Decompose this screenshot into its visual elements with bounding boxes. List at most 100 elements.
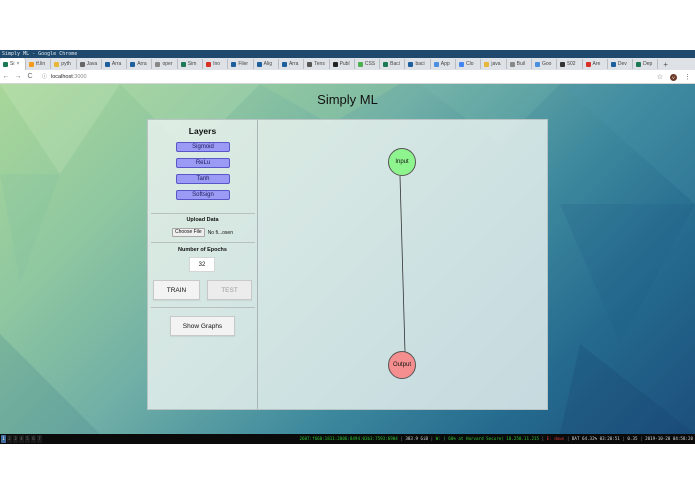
tab-label: Arra [137,61,147,67]
gmail-icon [206,61,212,67]
input-node[interactable]: Input [388,148,416,176]
back-button[interactable]: ← [2,73,10,80]
python-icon [54,61,60,67]
url-port: :3000 [72,73,87,80]
layer-button-sigmoid[interactable]: Sigmoid [176,142,230,152]
browser-tab[interactable]: Tens [304,59,330,69]
browser-tab[interactable]: pyth [51,59,77,69]
browser-tab[interactable]: Arra [127,59,153,69]
browser-tab[interactable]: Publ [330,59,355,69]
browser-tab[interactable]: Sim [178,59,204,69]
browser-tab[interactable]: Baci [380,59,406,69]
browser-tab[interactable]: Buil [507,59,532,69]
diamond-icon [433,61,439,67]
tab-label: Are [592,61,601,67]
bookmark-star-icon[interactable]: ☆ [656,74,663,81]
new-tab-button[interactable]: + [663,59,669,69]
workspace-button[interactable]: 4 [19,435,24,443]
browser-tab[interactable]: Alig [254,59,279,69]
tab-label: Filer [238,61,249,67]
browser-tab[interactable]: 502 [557,59,583,69]
browser-tab[interactable]: oper [152,59,178,69]
browser-tab[interactable]: Java [77,59,102,69]
browser-tab[interactable]: Si× [0,58,26,70]
tensorflow-icon [29,61,34,67]
workspace-button[interactable]: 6 [31,435,36,443]
choose-file-button[interactable]: Choose File [172,228,205,237]
main-panel: Layers Sigmoid ReLu Tanh Softsign Upload… [147,119,548,410]
file-name-text: No fi...osen [207,229,233,236]
tab-label: Goo [541,61,552,67]
browser-tab[interactable]: Dep [633,59,659,69]
browser-tab[interactable]: Arra [279,59,305,69]
tab-label: Dep [643,61,653,67]
workspace-button[interactable]: 7 [37,435,42,443]
tab-label: Arra [288,61,299,67]
medium-icon [332,61,338,67]
app-title: Simply ML [317,92,378,107]
tab-label: Si [10,61,15,67]
browser-tab[interactable]: Goo [532,59,558,69]
arrow-icon [256,61,262,67]
browser-tab[interactable]: Filer [228,59,254,69]
browser-tab[interactable]: baci [405,59,431,69]
layer-button-tanh[interactable]: Tanh [176,174,230,184]
section-divider [151,213,255,214]
close-tab-icon[interactable]: × [16,61,20,67]
browser-tab[interactable]: tf.lin [26,59,52,69]
browser-tab[interactable]: Clo [456,59,482,69]
output-node[interactable]: Output [388,351,416,379]
green-square-icon [383,61,389,67]
browser-tab[interactable]: Ino [203,59,229,69]
tab-label: Clo [466,61,474,67]
tab-label: 502 [567,61,576,67]
train-button[interactable]: TRAIN [153,280,200,300]
workspace-button[interactable]: 1 [1,435,6,443]
control-sidebar: Layers Sigmoid ReLu Tanh Softsign Upload… [148,120,258,409]
python-icon [484,61,490,67]
globe-icon [307,61,313,67]
reload-button[interactable]: C [27,73,33,80]
test-button[interactable]: TEST [207,280,252,300]
address-bar[interactable]: ⓘ localhost :3000 [42,73,87,81]
browser-tab[interactable]: App [431,59,457,69]
browser-tab[interactable]: Dev [608,59,634,69]
globe-icon [155,61,161,67]
layer-button-softsign[interactable]: Softsign [176,190,230,200]
workspace-button[interactable]: 2 [7,435,12,443]
browser-tab[interactable]: java [481,59,507,69]
profile-avatar[interactable]: V [670,73,677,81]
tab-label: Sim [187,61,197,67]
tab-label: oper [162,61,173,67]
cloud-icon [459,61,465,67]
epochs-input[interactable]: 32 [189,257,215,272]
tab-label: Dev [617,61,627,67]
toolbar-actions: ☆ V ⋮ [657,70,691,84]
network-canvas[interactable]: Input Output [258,120,547,409]
layers-heading: Layers [188,126,217,136]
forward-button[interactable]: → [14,73,22,80]
browser-tab[interactable]: Are [583,59,608,69]
browser-tab[interactable]: Arra [102,59,128,69]
arrow-icon [130,61,136,67]
workspace-button[interactable]: 3 [13,435,18,443]
green-square-icon [636,61,642,67]
tab-label: Buil [516,61,525,67]
site-info-icon[interactable]: ⓘ [42,74,48,80]
tab-label: Baci [390,61,400,67]
browser-tab[interactable]: CSS [355,59,381,69]
epochs-label: Number of Epochs [178,247,227,253]
workspace-button[interactable]: 5 [25,435,30,443]
tab-label: Ino [213,61,221,67]
section-divider [151,242,255,243]
upload-data-label: Upload Data [186,217,219,223]
app-page: Simply ML Layers Sigmoid ReLu Tanh Softs… [0,84,695,434]
tab-label: baci [415,61,425,67]
tab-label: pyth [61,61,71,67]
layer-button-relu[interactable]: ReLu [176,158,230,168]
show-graphs-button[interactable]: Show Graphs [170,316,235,336]
chrome-menu-icon[interactable]: ⋮ [684,74,691,81]
